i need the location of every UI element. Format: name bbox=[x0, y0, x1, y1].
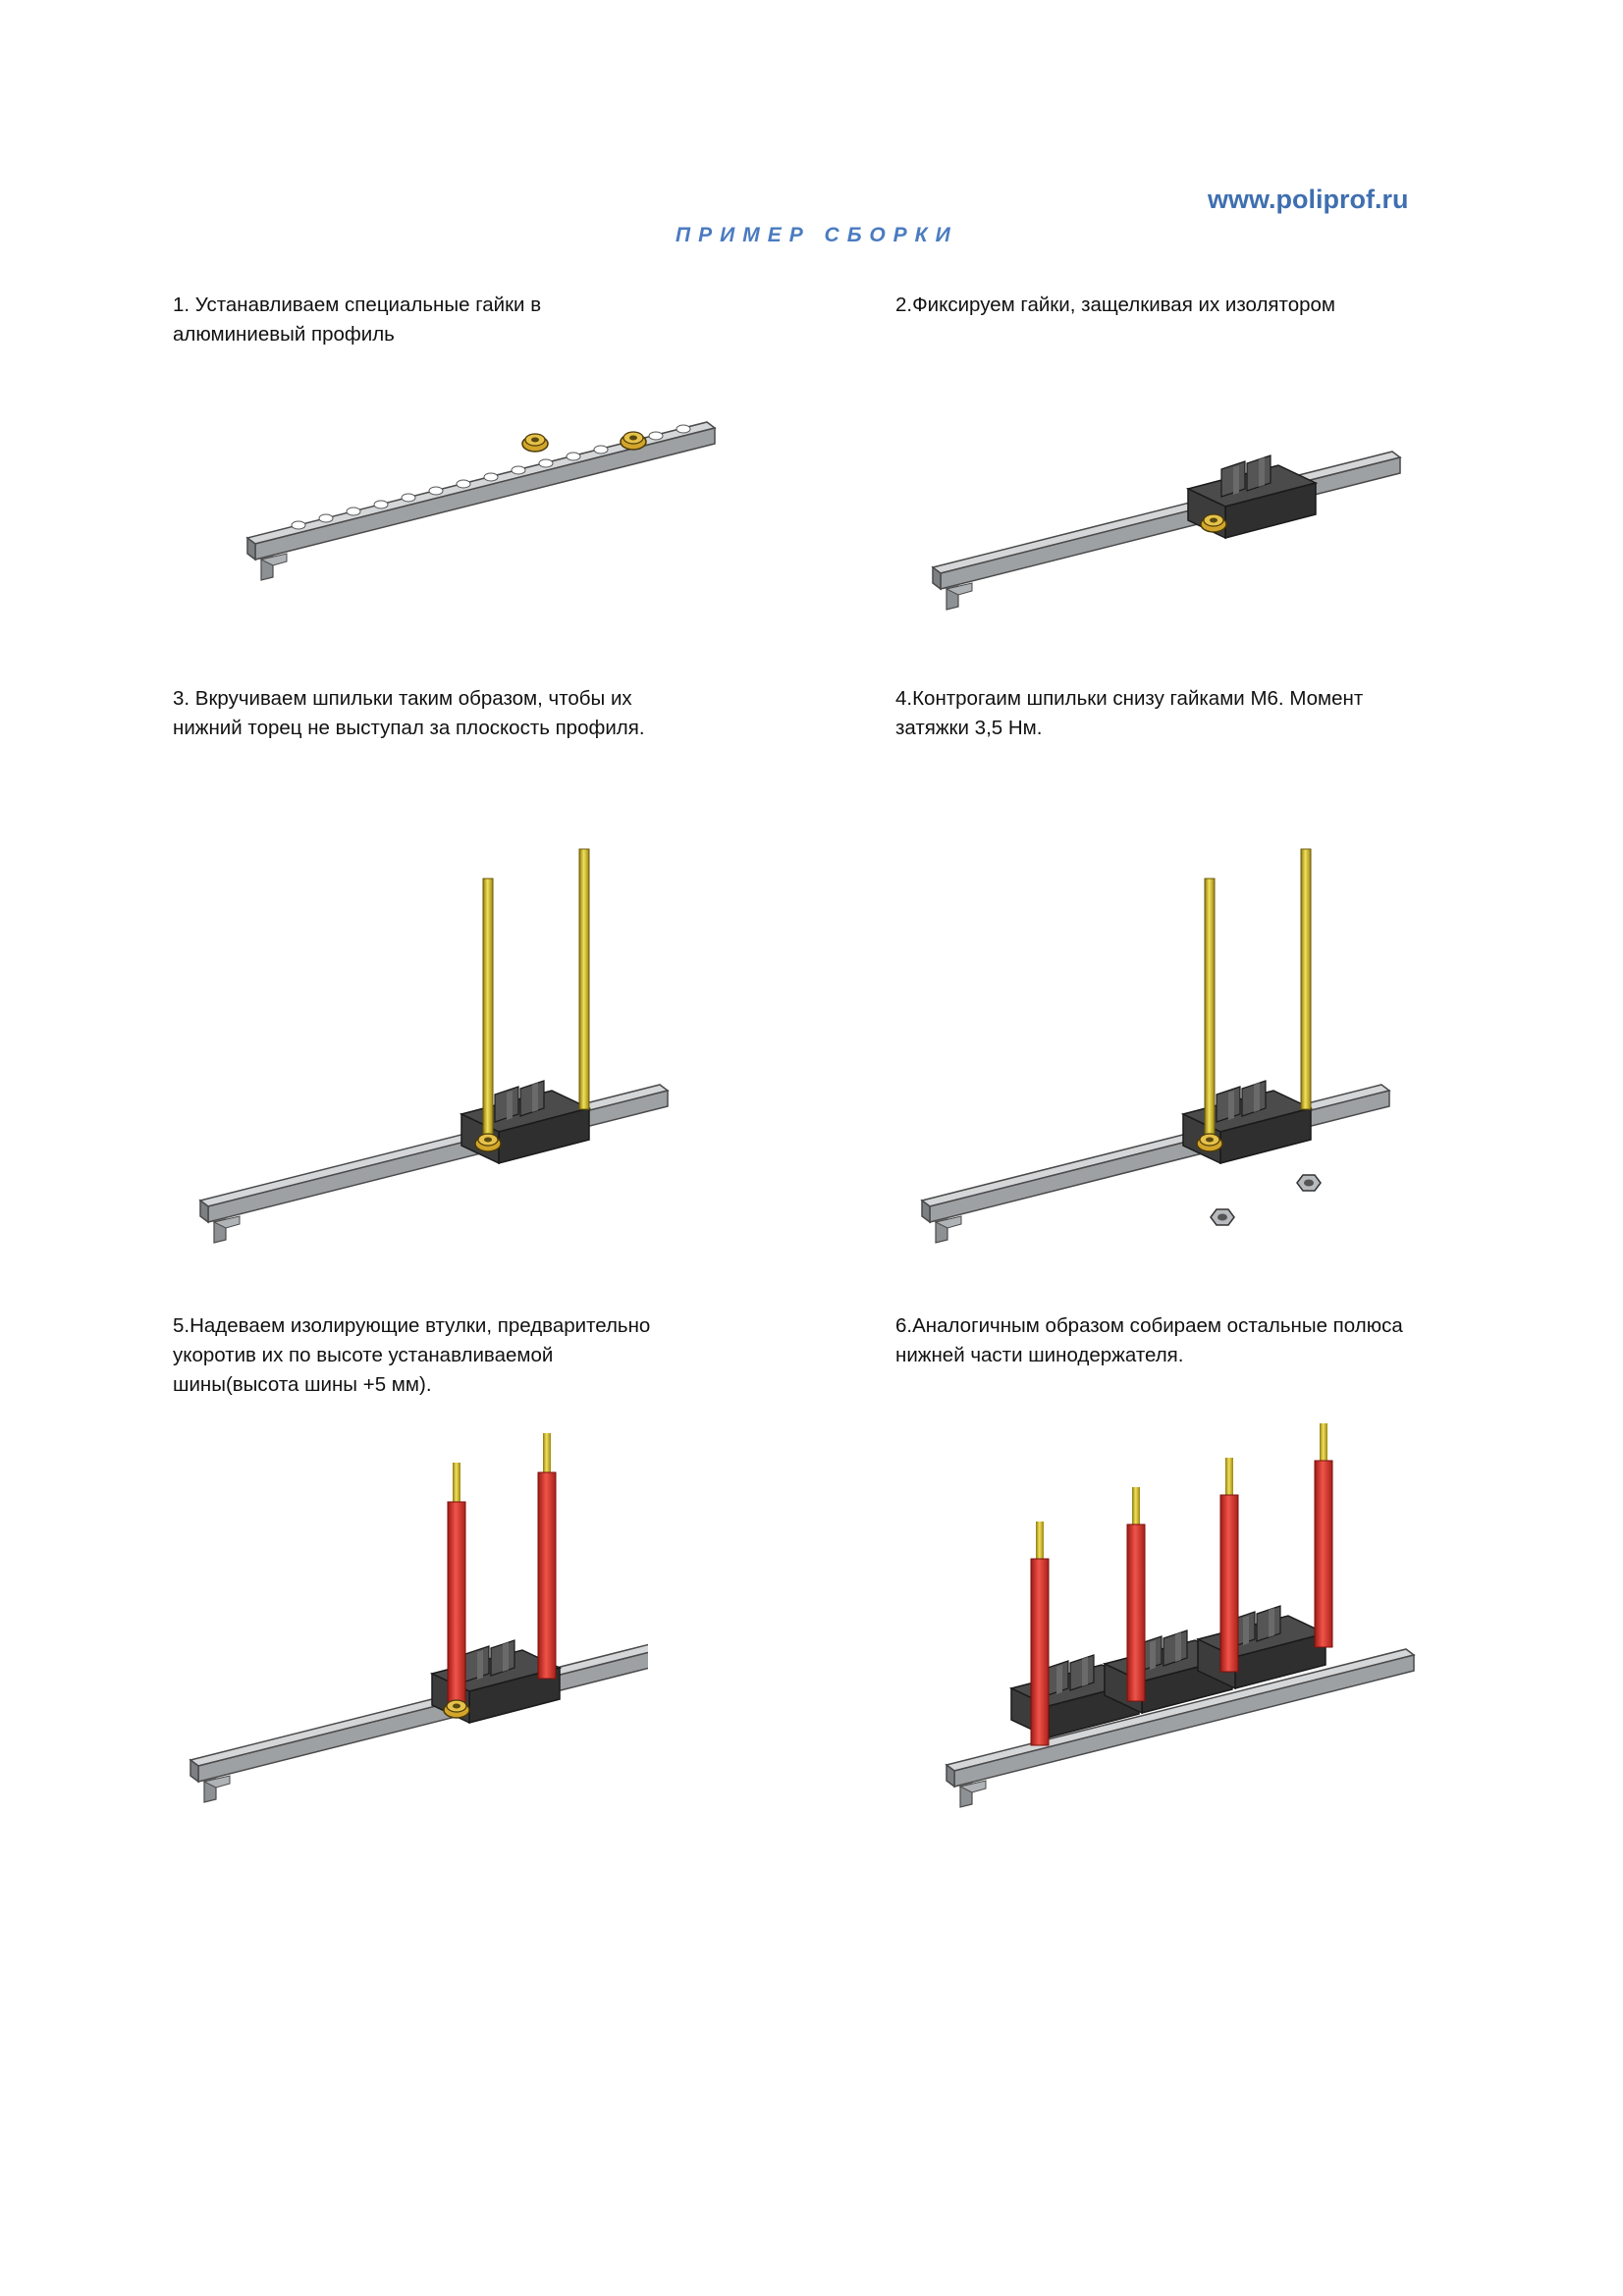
threaded-stud bbox=[1036, 1522, 1044, 1559]
step-1-text: 1. Устанавливаем специальные гайки в алю… bbox=[173, 291, 541, 349]
special-nut bbox=[1200, 513, 1227, 533]
step-6-line-1: 6.Аналогичным образом собираем остальные… bbox=[895, 1314, 1403, 1337]
special-nut bbox=[620, 431, 647, 451]
step-3-line-2: нижний торец не выступал за плоскость пр… bbox=[173, 717, 645, 739]
insulating-sleeve bbox=[537, 1471, 557, 1680]
step-4-text: 4.Контрогаим шпильки снизу гайками М6. М… bbox=[895, 684, 1363, 743]
figure-step-6 bbox=[946, 1423, 1415, 1808]
aluminium-profile-rail bbox=[199, 1084, 669, 1244]
aluminium-profile-rail bbox=[932, 451, 1401, 611]
site-url[interactable]: www.poliprof.ru bbox=[1208, 185, 1409, 214]
threaded-stud bbox=[578, 848, 590, 1110]
m6-hex-nut bbox=[1210, 1208, 1235, 1226]
aluminium-profile-rail bbox=[189, 1643, 648, 1803]
threaded-stud bbox=[1204, 878, 1216, 1145]
insulator-block bbox=[1182, 1080, 1312, 1164]
step-6-line-2: нижней части шинодержателя. bbox=[895, 1344, 1184, 1366]
threaded-stud bbox=[1225, 1458, 1233, 1495]
step-5-line-3: шины(высота шины +5 мм). bbox=[173, 1373, 432, 1396]
special-nut bbox=[443, 1699, 470, 1719]
step-6-text: 6.Аналогичным образом собираем остальные… bbox=[895, 1311, 1403, 1370]
insulator-block bbox=[460, 1080, 590, 1164]
step-5-line-1: 5.Надеваем изолирующие втулки, предварит… bbox=[173, 1314, 651, 1337]
threaded-stud bbox=[1300, 848, 1312, 1110]
insulating-sleeve bbox=[1126, 1523, 1146, 1702]
insulating-sleeve bbox=[1314, 1460, 1333, 1648]
threaded-stud bbox=[482, 878, 494, 1145]
step-4-line-2: затяжки 3,5 Нм. bbox=[895, 717, 1043, 739]
threaded-stud bbox=[543, 1433, 551, 1472]
aluminium-profile-rail bbox=[921, 1084, 1390, 1244]
insulating-sleeve bbox=[1219, 1494, 1239, 1673]
step-2-text: 2.Фиксируем гайки, защелкивая их изолято… bbox=[895, 291, 1335, 320]
figure-step-4 bbox=[921, 848, 1390, 1244]
step-1-line-1: 1. Устанавливаем специальные гайки в bbox=[173, 294, 542, 316]
special-nut bbox=[474, 1133, 502, 1152]
step-5-text: 5.Надеваем изолирующие втулки, предварит… bbox=[173, 1311, 650, 1400]
insulating-sleeve bbox=[447, 1501, 466, 1709]
special-nut bbox=[1196, 1133, 1223, 1152]
figure-step-2 bbox=[932, 451, 1401, 611]
threaded-stud bbox=[1132, 1487, 1140, 1524]
insulating-sleeve bbox=[1030, 1558, 1050, 1746]
page-title: ПРИМЕР СБОРКИ bbox=[676, 224, 958, 246]
step-1-line-2: алюминиевый профиль bbox=[173, 323, 395, 346]
step-2-line-1: 2.Фиксируем гайки, защелкивая их изолято… bbox=[895, 294, 1335, 316]
step-4-line-1: 4.Контрогаим шпильки снизу гайками М6. М… bbox=[895, 687, 1364, 710]
threaded-stud bbox=[1320, 1423, 1327, 1461]
special-nut bbox=[521, 433, 549, 453]
threaded-stud bbox=[453, 1463, 460, 1502]
figure-step-3 bbox=[199, 848, 669, 1244]
step-3-text: 3. Вкручиваем шпильки таким образом, что… bbox=[173, 684, 645, 743]
step-5-line-2: укоротив их по высоте устанавливаемой bbox=[173, 1344, 554, 1366]
m6-hex-nut bbox=[1296, 1174, 1322, 1192]
figure-step-5 bbox=[189, 1433, 648, 1803]
figure-step-1 bbox=[246, 421, 716, 581]
step-3-line-1: 3. Вкручиваем шпильки таким образом, что… bbox=[173, 687, 632, 710]
